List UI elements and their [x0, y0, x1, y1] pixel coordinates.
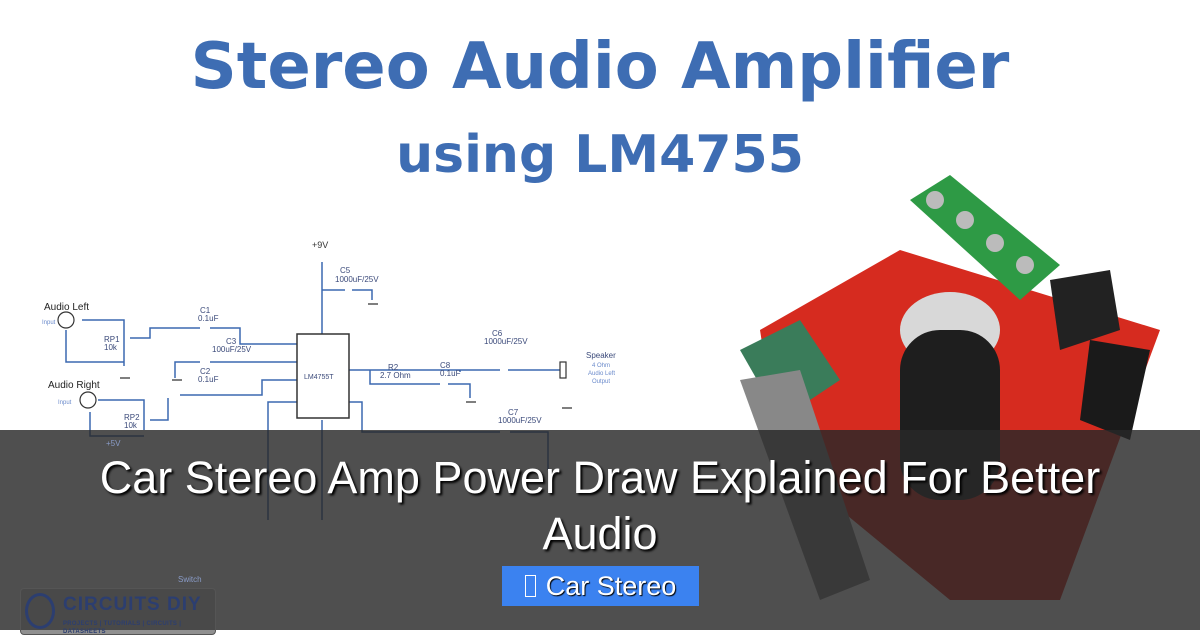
category-badge[interactable]: Car Stereo [502, 566, 699, 606]
schematic-label: Input [58, 400, 72, 406]
logo-name: CIRCUITS DIY [63, 594, 202, 615]
schematic-label: Output [592, 379, 610, 385]
schematic-label: RP2 [124, 413, 140, 422]
schematic-label: LM4755T [304, 374, 334, 381]
schematic-label: C5 [340, 266, 351, 275]
schematic-label: RP1 [104, 335, 120, 344]
logo-tagline: PROJECTS | TUTORIALS | CIRCUITS | DATASH… [63, 621, 182, 635]
image-subheadline: using LM4755 [396, 125, 804, 185]
schematic-label: Audio Left [44, 302, 89, 313]
schematic-label: 10k [124, 421, 138, 430]
schematic-label: C6 [492, 329, 503, 338]
schematic-label: +9V [312, 240, 328, 250]
schematic-label: R2 [388, 363, 399, 372]
schematic-label: C1 [200, 306, 211, 315]
schematic-label: C8 [440, 361, 451, 370]
post-title[interactable]: Car Stereo Amp Power Draw Explained For … [99, 452, 1101, 559]
schematic-label: Audio Left [588, 371, 615, 377]
schematic-label: 1000uF/25V [484, 337, 528, 346]
schematic-label: Speaker [586, 351, 616, 360]
circuits-diy-logo-icon [25, 593, 55, 629]
schematic-label: 2.7 Ohm [380, 371, 411, 380]
schematic-label: C7 [508, 408, 519, 417]
image-headline: Stereo Audio Amplifier [190, 30, 1010, 104]
schematic-label: 0.1uF [198, 314, 219, 323]
schematic-label: C3 [226, 337, 237, 346]
schematic-label: 1000uF/25V [498, 416, 542, 425]
schematic-label: 10k [104, 343, 118, 352]
schematic-label: Input [42, 320, 56, 326]
schematic-label: 4 Ohm [592, 363, 610, 369]
schematic-label: 100uF/25V [212, 345, 252, 354]
category-label: Car Stereo [545, 570, 677, 601]
site-logo: CIRCUITS DIY PROJECTS | TUTORIALS | CIRC… [20, 588, 216, 635]
folder-icon [524, 575, 536, 597]
schematic-label: Audio Right [48, 380, 100, 391]
schematic-label: 0.1uF [440, 369, 461, 378]
schematic-label: 0.1uF [198, 375, 219, 384]
schematic-label: 1000uF/25V [335, 275, 379, 284]
schematic-label: C2 [200, 367, 211, 376]
